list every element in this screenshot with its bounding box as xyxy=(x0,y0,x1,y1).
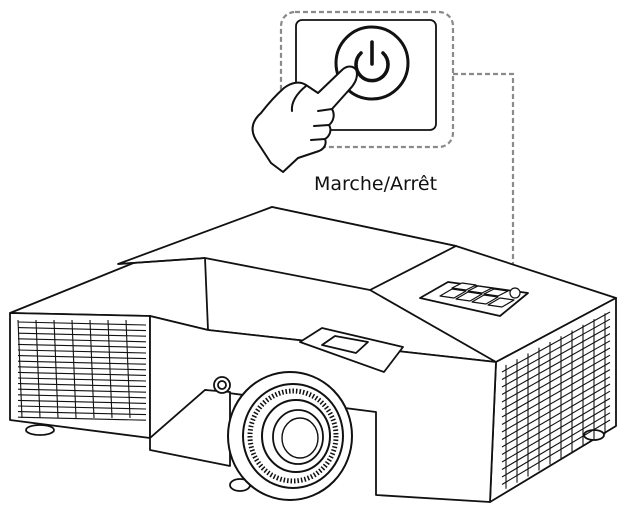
lid-seam-line xyxy=(204,257,209,331)
vent-slat xyxy=(501,333,611,395)
lid-seam-line-2 xyxy=(369,289,497,363)
vent-slat xyxy=(17,377,147,382)
vent-slat xyxy=(17,383,147,388)
vent-slat xyxy=(501,383,611,448)
vent-slat xyxy=(501,311,611,373)
callout-label: Marche/Arrêt xyxy=(314,173,437,195)
vent-slat xyxy=(501,412,611,478)
vent-slat xyxy=(17,366,147,371)
vent-slat xyxy=(17,360,147,365)
keypad-key xyxy=(483,288,509,297)
vent-slat xyxy=(501,325,611,388)
keypad-key xyxy=(467,285,493,294)
callout-connector-line xyxy=(453,72,515,293)
keypad-key xyxy=(487,297,515,308)
vent-slat xyxy=(17,319,23,419)
vent-slat xyxy=(17,338,147,343)
vent-slat xyxy=(17,349,147,354)
keypad-key xyxy=(439,288,467,299)
vent-slat xyxy=(17,332,147,337)
zoom-focus-slot xyxy=(321,335,369,354)
vent-slat xyxy=(17,371,147,376)
vent-slat xyxy=(501,354,611,418)
vent-slat xyxy=(17,416,147,421)
right-vent-grille xyxy=(501,311,611,489)
callout-dashed-frame xyxy=(279,10,455,149)
vent-slat xyxy=(107,319,113,419)
keypad-buttons xyxy=(439,282,521,308)
keypad-power-key xyxy=(509,287,521,299)
keypad-key xyxy=(471,294,499,305)
vent-slat xyxy=(501,405,611,470)
vent-slat xyxy=(501,340,611,403)
vent-slat xyxy=(17,343,147,348)
vent-slat xyxy=(71,319,77,419)
vent-slat xyxy=(501,361,611,425)
power-icon xyxy=(354,40,390,83)
vent-slat xyxy=(53,319,59,419)
keypad-key xyxy=(455,291,483,302)
lens-glass-inner xyxy=(281,417,319,459)
projector-foot-left xyxy=(25,424,55,436)
vent-slat xyxy=(89,319,95,419)
vent-slat xyxy=(501,376,611,440)
vent-slat xyxy=(17,355,147,360)
vent-slat xyxy=(17,321,147,326)
vent-slat xyxy=(501,397,611,463)
vent-slat xyxy=(125,319,131,419)
lens-assembly xyxy=(227,371,353,501)
vent-slat xyxy=(35,319,41,419)
vent-slat xyxy=(501,419,611,485)
vent-slat xyxy=(501,318,611,380)
pointing-hand-icon xyxy=(251,65,358,173)
keypad-key xyxy=(451,282,477,291)
lid-edge-line xyxy=(117,257,206,265)
lens-knurled-ring xyxy=(247,388,339,484)
ir-sensor-inner xyxy=(217,380,227,390)
vent-slat xyxy=(501,390,611,455)
vent-slat xyxy=(501,347,611,410)
left-vent-grille xyxy=(17,319,147,421)
vent-slat xyxy=(17,327,147,332)
vent-slat xyxy=(501,369,611,433)
